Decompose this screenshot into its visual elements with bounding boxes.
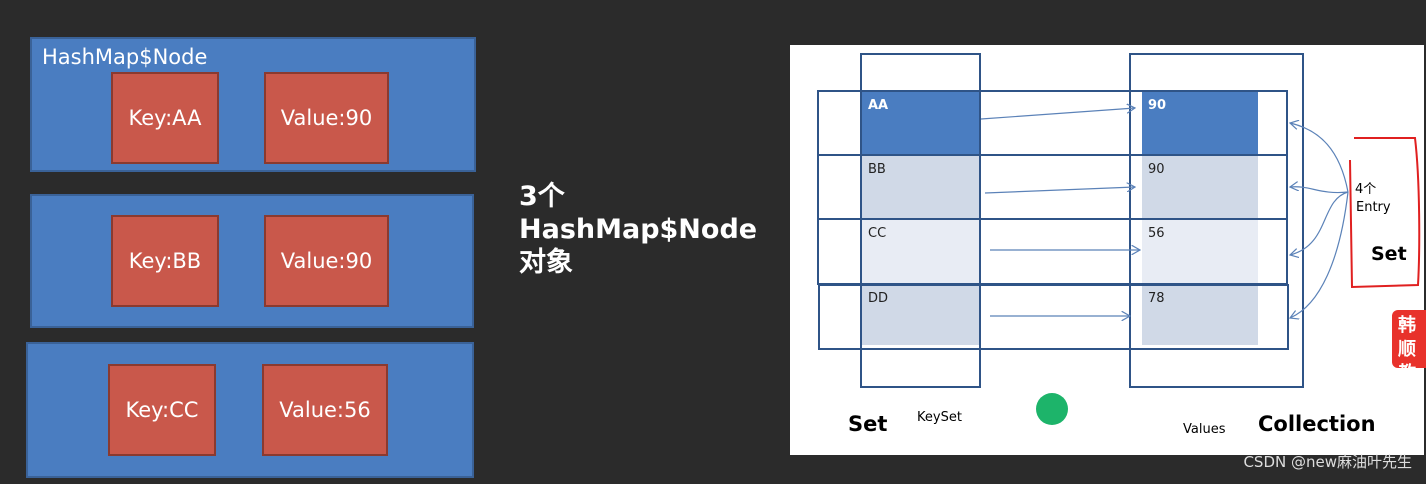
- entry-label: Entry: [1356, 200, 1391, 215]
- key-fill-aa: AA: [862, 92, 979, 154]
- node-title: HashMap$Node: [42, 45, 208, 69]
- hashmap-node-3: [26, 342, 474, 478]
- entry-set-label: Set: [1371, 243, 1407, 265]
- entry-arrow-2: [1290, 187, 1349, 194]
- hashmap-node-1: HashMap$Node: [30, 37, 476, 172]
- caption-line: 3个: [519, 181, 565, 212]
- key-fill-dd: DD: [862, 285, 979, 345]
- values-label: Values: [1183, 422, 1226, 437]
- value-fill-aa: 90: [1142, 92, 1258, 154]
- value-fill-bb: 90: [1142, 156, 1258, 218]
- caption-line: 对象: [519, 247, 573, 278]
- keyset-type: Set: [848, 412, 888, 436]
- value-cell: Value:90: [264, 72, 389, 164]
- logo-badge: 韩顺 教: [1392, 310, 1426, 384]
- value-cell: Value:56: [262, 364, 388, 456]
- key-cell: Key:CC: [108, 364, 216, 456]
- value-cell: Value:90: [264, 215, 389, 307]
- value-fill-dd: 78: [1142, 285, 1258, 345]
- watermark: CSDN @new麻油叶先生: [1243, 453, 1412, 471]
- caption-line: HashMap$Node: [519, 214, 758, 245]
- keyset-column: [860, 53, 981, 388]
- values-column: [1129, 53, 1304, 388]
- entry-arrow-1: [1290, 123, 1349, 193]
- node-count-caption: 3个 HashMap$Node 对象: [519, 180, 757, 279]
- keyset-label: KeySet: [917, 410, 962, 425]
- entry-row: [818, 284, 1289, 350]
- red-annotation-bracket: [1349, 137, 1421, 289]
- entry-arrow-3: [1290, 191, 1349, 255]
- values-type: Collection: [1258, 412, 1376, 436]
- entry-arrow-4: [1290, 191, 1349, 318]
- badge-text: 教: [1398, 363, 1416, 384]
- entry-count: 4个: [1355, 182, 1377, 197]
- value-fill-cc: 56: [1142, 220, 1258, 283]
- key-cell: Key:AA: [111, 72, 219, 164]
- key-cell: Key:BB: [111, 215, 219, 307]
- key-fill-bb: BB: [862, 156, 979, 218]
- key-fill-cc: CC: [862, 220, 979, 283]
- cursor-indicator: [1036, 393, 1068, 425]
- arrow-aa: [980, 108, 1135, 120]
- hashmap-node-2: [30, 194, 474, 328]
- arrow-bb: [984, 187, 1135, 194]
- badge-text: 韩顺: [1398, 315, 1416, 360]
